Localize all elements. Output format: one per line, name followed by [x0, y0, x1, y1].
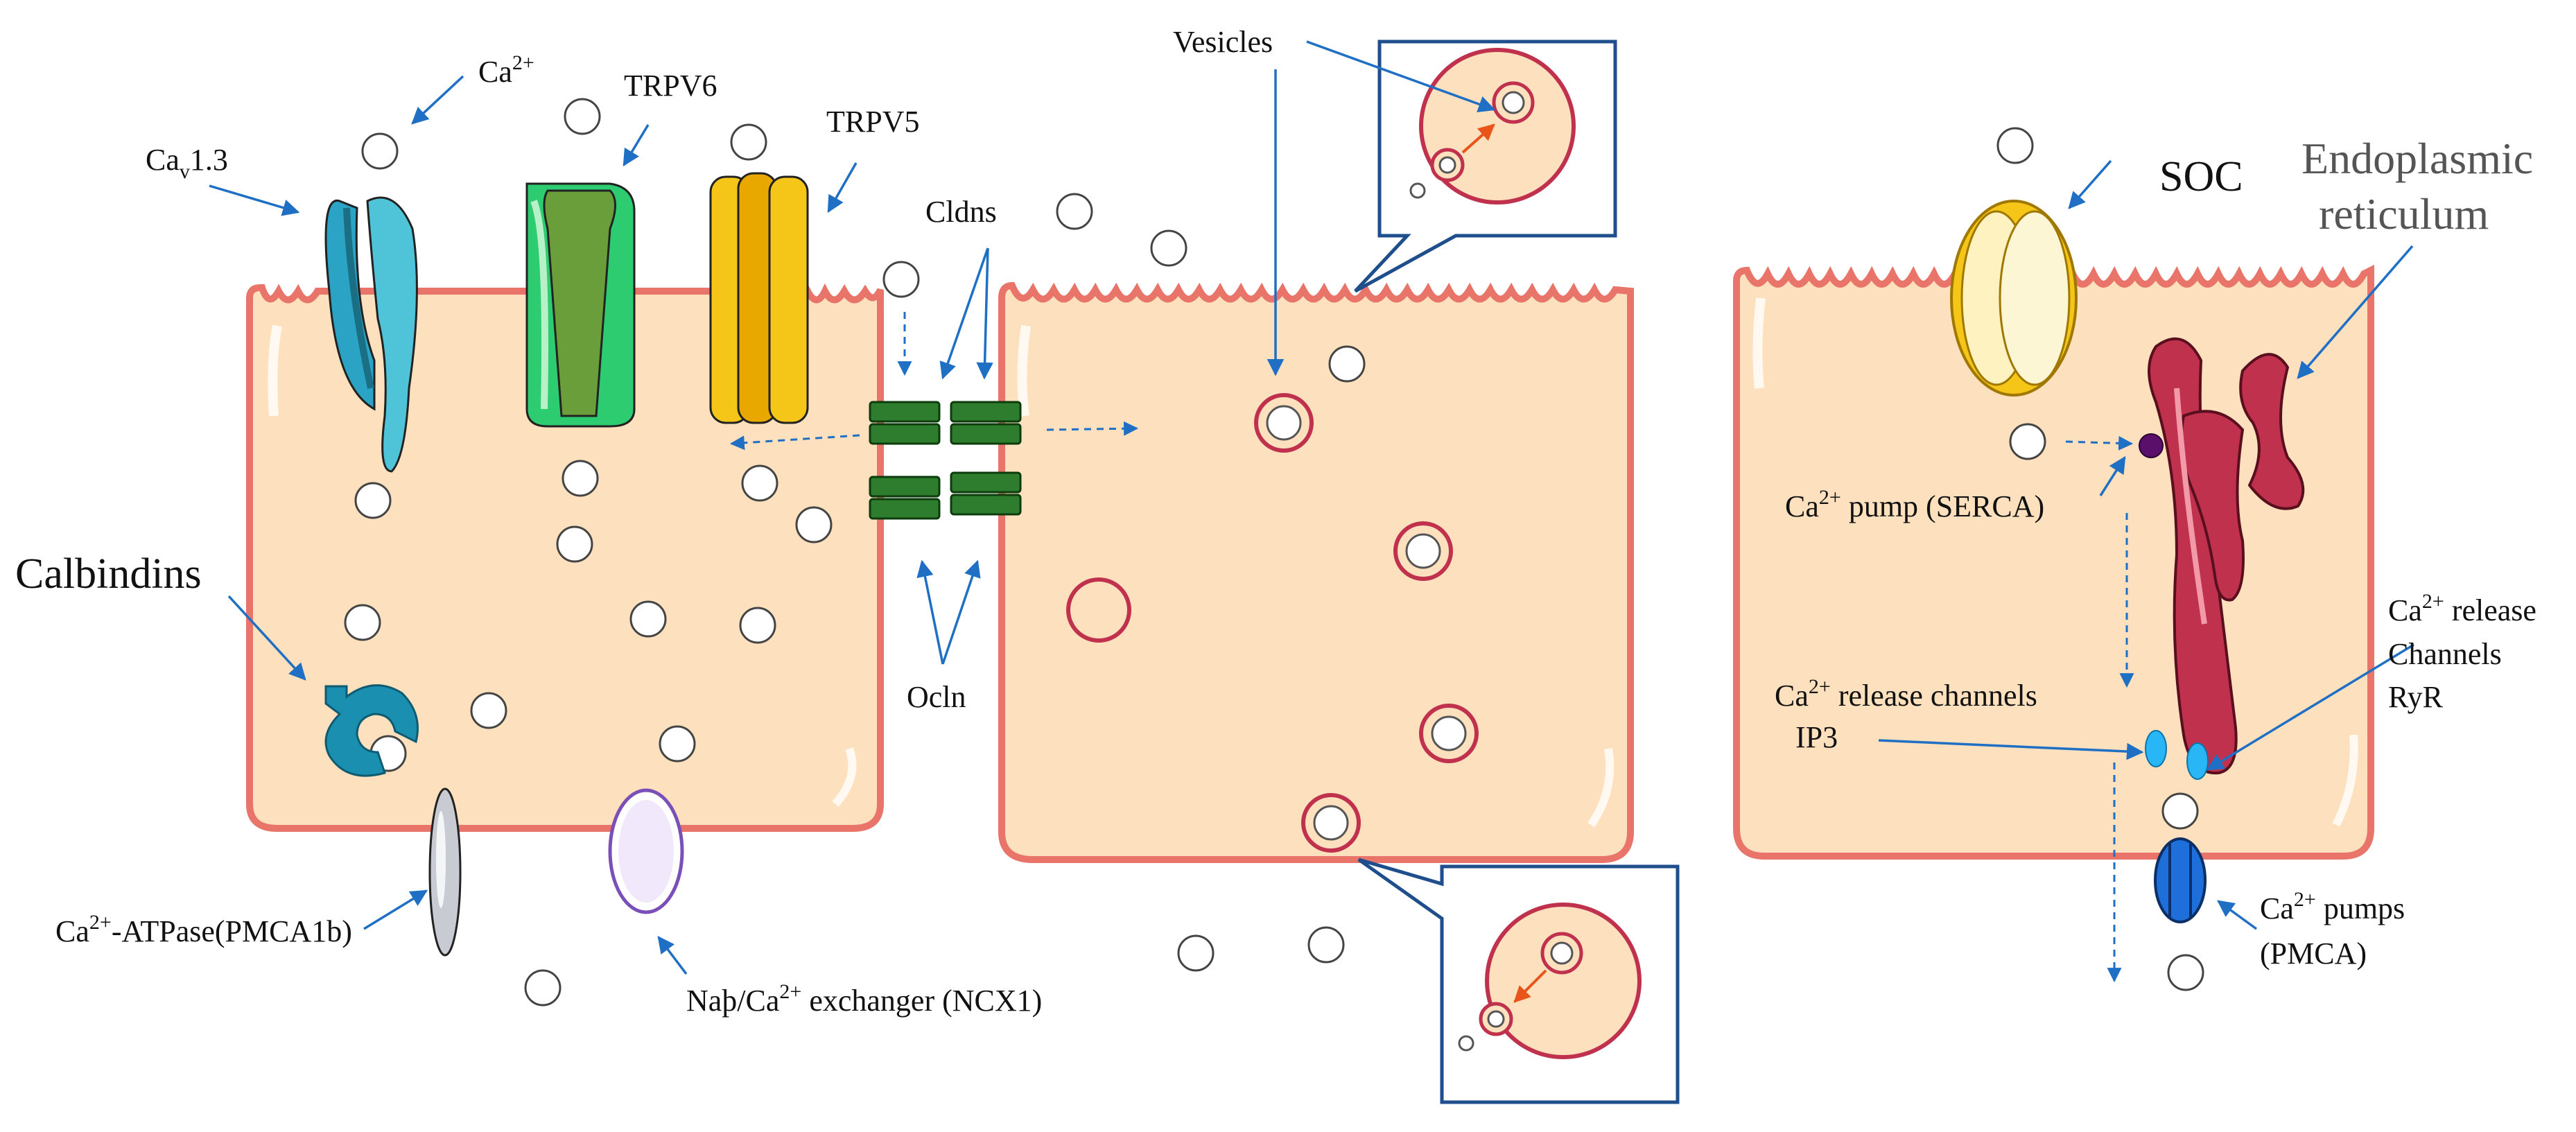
- cell-middle: [998, 281, 1634, 863]
- arrow-icon: [976, 247, 993, 380]
- vesicle-icon: [1419, 704, 1479, 763]
- arrow-icon: [2068, 159, 2112, 209]
- calcium-ion-icon: [361, 132, 399, 170]
- calcium-ion-icon: [2167, 954, 2204, 991]
- zoom-box-bottom: [1357, 857, 1680, 1104]
- arrow-icon: [2297, 245, 2414, 379]
- arrow-icon: [657, 936, 688, 975]
- label-er-line2: reticulum: [2319, 189, 2489, 238]
- calcium-ion-icon: [730, 123, 767, 161]
- cell-middle-body: [998, 281, 1634, 863]
- calcium-ion-icon: [1056, 193, 1093, 230]
- pmca1b-pump-icon: [428, 787, 462, 957]
- ncx1-exchanger-icon: [608, 788, 684, 914]
- calcium-ion-icon: [741, 464, 778, 502]
- soc-channel-icon: [1950, 200, 2078, 397]
- dashed-flow-arrows: [729, 312, 2134, 983]
- arrow-icon: [623, 124, 650, 167]
- vesicle-icon: [1301, 793, 1361, 853]
- arrow-icon: [1306, 40, 1496, 112]
- label-calbindins: Calbindins: [15, 550, 202, 598]
- calcium-ion-icon: [470, 692, 507, 729]
- label-ca: Ca2+: [478, 51, 534, 89]
- label-pmca1b: Ca2+-ATPase(PMCA1b): [55, 911, 352, 948]
- label-ip3-line2: IP3: [1795, 720, 1838, 754]
- arrow-icon: [941, 559, 981, 665]
- calcium-ions: [344, 98, 2204, 1007]
- vesicle-icon: [1066, 577, 1131, 643]
- ryr-channel-icon: [2186, 742, 2209, 780]
- arrow-icon: [209, 184, 300, 216]
- calcium-ion-icon: [629, 600, 667, 638]
- label-trpv5: TRPV5: [826, 105, 919, 139]
- calcium-ion-icon: [2009, 423, 2046, 460]
- arrow-icon: [916, 559, 944, 665]
- trpv6-channel-icon: [525, 182, 636, 428]
- cav13-channel-icon: [324, 196, 418, 473]
- label-ncx1: Naþ/Ca2+ exchanger (NCX1): [686, 980, 1042, 1018]
- calcium-ion-icon: [2161, 792, 2199, 830]
- calcium-ion-icon: [659, 725, 696, 763]
- label-ip3-line1: Ca2+ release channels: [1775, 675, 2037, 713]
- label-pmca-line1: Ca2+ pumps: [2260, 888, 2405, 925]
- calcium-ion-icon: [882, 261, 920, 298]
- arrow-icon: [939, 247, 989, 380]
- vesicle-icon: [1254, 393, 1314, 453]
- arrow-icon: [2206, 643, 2414, 771]
- endoplasmic-reticulum-icon: [2148, 337, 2305, 775]
- trpv5-channel-icon: [709, 172, 809, 424]
- label-soc: SOC: [2159, 153, 2243, 200]
- label-pmca-line2: (PMCA): [2260, 937, 2367, 970]
- label-serca: Ca2+ pump (SERCA): [1785, 486, 2044, 523]
- label-ocln: Ocln: [907, 680, 966, 714]
- calcium-ion-icon: [739, 607, 776, 644]
- calcium-ion-icon: [1177, 934, 1215, 972]
- serca-pump-icon: [2139, 433, 2164, 458]
- cldn-junction-icon: [869, 401, 1022, 520]
- calbindin-icon: [324, 684, 419, 777]
- label-ryr-line1: Ca2+ release: [2388, 590, 2536, 627]
- arrow-icon: [411, 75, 464, 125]
- arrow-icon: [2099, 455, 2126, 496]
- label-ryr-line2: Channels: [2388, 637, 2502, 671]
- labels: Ca2+ Cav1.3 TRPV6 TRPV5 Cldns Vesicles C…: [15, 25, 2536, 1018]
- arrow-icon: [227, 595, 306, 681]
- pmca-pump-icon: [2154, 837, 2207, 923]
- arrow-icon: [363, 889, 428, 930]
- calcium-ion-icon: [795, 506, 833, 543]
- annotation-arrows: [209, 40, 2414, 975]
- zoom-box-top: [1354, 40, 1617, 293]
- calcium-ion-icon: [1328, 345, 1366, 383]
- calcium-ion-icon: [344, 604, 381, 641]
- arrow-icon: [827, 162, 858, 214]
- label-er-line1: Endoplasmic: [2301, 134, 2533, 183]
- arrow-icon: [2217, 900, 2258, 930]
- calcium-ion-icon: [524, 969, 562, 1007]
- calcium-ion-icon: [1996, 127, 2034, 164]
- calcium-ion-icon: [564, 98, 601, 135]
- label-vesicles: Vesicles: [1173, 25, 1273, 59]
- calcium-ion-icon: [556, 525, 593, 563]
- calcium-ion-icon: [1150, 229, 1187, 267]
- arrow-icon: [1878, 739, 2144, 760]
- calcium-ion-icon: [562, 460, 599, 497]
- calcium-ion-icon: [354, 482, 392, 519]
- label-cav13: Cav1.3: [146, 143, 228, 183]
- vesicles: [1066, 393, 1479, 853]
- calcium-ion-icon: [1307, 926, 1345, 964]
- ip3-channel-icon: [2145, 730, 2167, 767]
- label-trpv6: TRPV6: [624, 69, 717, 103]
- label-ryr-line3: RyR: [2388, 680, 2444, 714]
- label-cldns: Cldns: [925, 195, 997, 229]
- vesicle-icon: [1393, 521, 1453, 581]
